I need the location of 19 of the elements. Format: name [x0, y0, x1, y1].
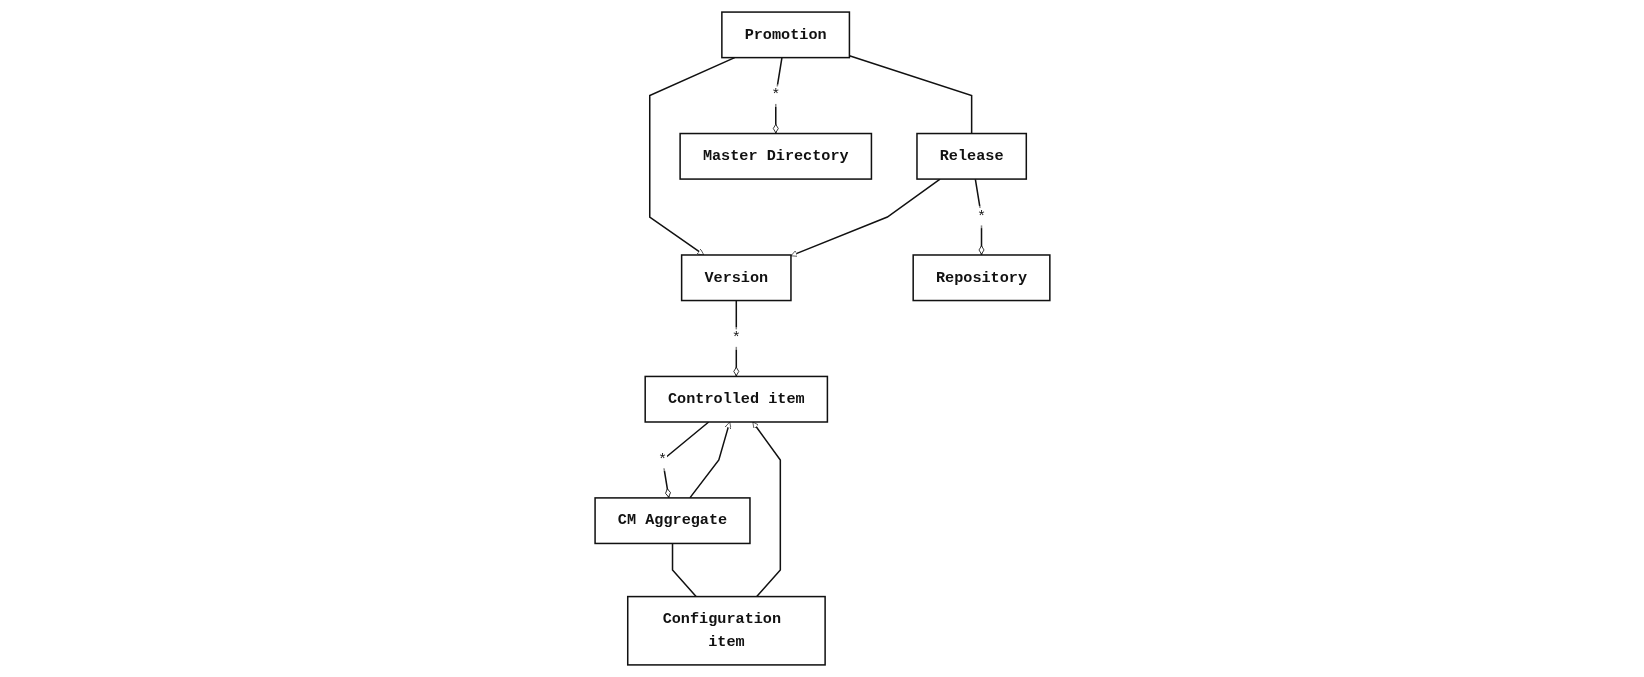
- edge-label: *: [770, 86, 780, 104]
- node-box: Version: [680, 254, 792, 302]
- node-box: Configuration item: [626, 595, 826, 666]
- arrow: [648, 56, 735, 256]
- edge-label: *: [657, 450, 667, 469]
- edge-label: *: [731, 329, 741, 347]
- node-box: Promotion: [720, 11, 850, 59]
- arrow: [752, 421, 781, 598]
- connector: [661, 421, 709, 499]
- node-box: Release: [915, 132, 1027, 180]
- node-box: Controlled item: [643, 375, 828, 423]
- connector: [671, 542, 697, 598]
- arrow: [790, 178, 941, 257]
- arrow: [688, 421, 731, 499]
- edge-label: *: [976, 207, 986, 226]
- connector: [848, 54, 972, 135]
- node-box: Repository: [911, 254, 1051, 302]
- node-box: CM Aggregate: [593, 497, 751, 545]
- node-box: Master Directory: [678, 132, 872, 180]
